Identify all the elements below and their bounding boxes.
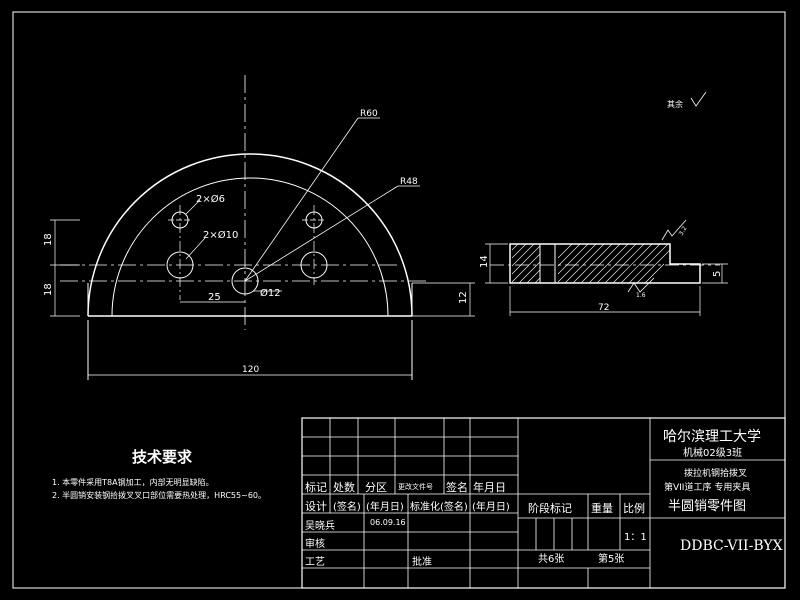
tb-sign: 签名 (446, 481, 468, 494)
side-outline (509, 243, 701, 284)
dim-5: 5 (712, 271, 723, 277)
tb-weight: 重量 (591, 502, 613, 515)
tb-process: 工艺 (305, 557, 325, 568)
tb-change-doc: 更改文件号 (398, 483, 433, 491)
tb-design: 设计 (305, 500, 327, 513)
tb-date-paren2: (年月日) (472, 502, 510, 513)
tb-part-name: 半圆销零件图 (668, 499, 747, 514)
side-view (485, 219, 728, 316)
hole-center (231, 267, 259, 295)
tb-university: 哈尔滨理工大学 (663, 429, 761, 445)
tb-date-paren: (年月日) (366, 502, 404, 513)
dim-18-top: 18 (43, 233, 54, 246)
tb-mark: 标记 (305, 481, 327, 494)
tb-class: 机械02级3班 (683, 448, 743, 459)
front-view (50, 75, 475, 380)
tb-sheets-total: 共6张 (538, 554, 565, 565)
dim-12: 12 (458, 291, 469, 304)
tb-scale-value: 1：1 (624, 532, 647, 543)
dim-25: 25 (208, 292, 221, 303)
dim-r48: R48 (400, 177, 418, 187)
roughness-note-symbol (690, 91, 707, 107)
dim-120: 120 (242, 365, 259, 375)
dim-hole-mid: 2×Ø10 (203, 229, 238, 241)
tb-project-line1: 拨拉机钢拾拨叉 (684, 469, 748, 479)
dim-r60: R60 (360, 109, 378, 119)
dim-hole-small: 2×Ø6 (196, 193, 225, 205)
hatching (511, 243, 671, 284)
tb-sheet-no: 第5张 (598, 554, 625, 565)
tb-stage-mark: 阶段标记 (528, 502, 572, 515)
outer-arc (87, 153, 413, 317)
rough-3-2: 3.2 (678, 225, 689, 237)
requirement-item-2: 2. 半圆销安装钢拾拨叉叉口部位需要热处理，HRC55~60。 (52, 491, 266, 500)
tb-designer: 吴晓兵 (305, 521, 335, 532)
tb-sign-paren2: (签名) (440, 502, 468, 513)
dim-hole-center: Ø12 (260, 287, 281, 299)
tb-sign-paren: (签名) (333, 502, 361, 513)
tb-approve: 批准 (412, 557, 432, 568)
inner-arc (111, 177, 389, 317)
side-slot (539, 243, 556, 284)
tb-zone: 分区 (365, 481, 387, 494)
roughness-note: 其余 (667, 99, 683, 109)
tb-standard: 标准化 (410, 502, 440, 513)
title-block-grid (301, 417, 786, 589)
rough-1-6: 1.6 (636, 292, 646, 299)
roughness-mark-bottom (627, 277, 655, 293)
dim-18-bottom: 18 (43, 283, 54, 296)
dim-72: 72 (598, 303, 609, 313)
dim-14: 14 (479, 255, 490, 268)
requirements-title: 技术要求 (132, 448, 193, 466)
tb-design-date: 06.09.16 (370, 518, 406, 527)
requirement-item-1: 1. 本零件采用T8A钢加工，内部无明显缺陷。 (52, 478, 214, 487)
roughness-mark-top (661, 219, 687, 241)
tb-date: 年月日 (473, 481, 506, 494)
tb-project-line2: 第VII道工序 专用夹具 (664, 483, 751, 493)
tb-drawing-no: DDBC-VII-BYX (680, 538, 783, 554)
tb-scale: 比例 (623, 502, 645, 515)
tb-review: 审核 (305, 539, 325, 550)
tb-count: 处数 (333, 481, 355, 494)
